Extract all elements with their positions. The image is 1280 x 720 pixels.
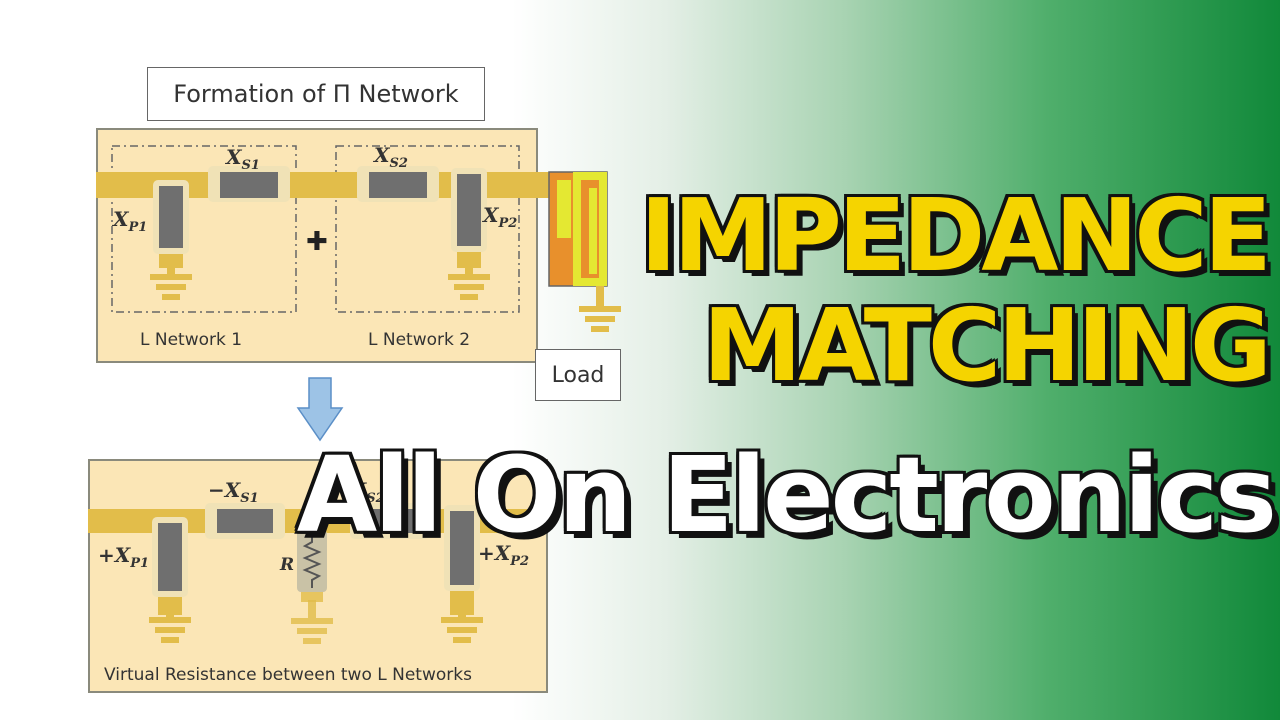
bottom-xp2-label: +XP2: [478, 541, 529, 569]
load-label-text: Load: [551, 362, 605, 388]
top-xs2-label: XS2: [372, 143, 408, 171]
load-block: [548, 171, 608, 287]
bottom-xs1-label: −XS1: [208, 478, 259, 506]
l-network-1-box: [111, 145, 297, 313]
down-arrow-icon: [296, 377, 344, 442]
bottom-xs1-body: [217, 509, 273, 533]
bottom-xs2-label: −XS2: [334, 478, 385, 506]
bottom-xp1-label: +XP1: [98, 543, 149, 571]
load-label: Load: [535, 349, 621, 401]
virtual-resistance-caption: Virtual Resistance between two L Network…: [104, 665, 472, 685]
l-network-2-box: [335, 145, 520, 313]
diagram-title-text: Formation of Π Network: [173, 80, 459, 108]
headline-impedance: IMPEDANCE: [639, 177, 1272, 294]
bottom-xs2-body: [362, 509, 418, 533]
load-ground-icon: [579, 286, 621, 332]
bottom-ground-2-icon: [441, 597, 483, 643]
top-xs1-body: [220, 172, 278, 198]
top-xs1-label: XS1: [224, 145, 260, 173]
top-xp1-body: [159, 186, 183, 248]
resistor-ground-icon: [291, 600, 333, 644]
top-xs2-body: [369, 172, 427, 198]
top-xp2-body: [457, 174, 481, 246]
bottom-xp2-body: [450, 511, 474, 585]
l-network-1-label: L Network 1: [140, 330, 242, 350]
l-network-2-label: L Network 2: [368, 330, 470, 350]
top-ground-2-icon: [448, 252, 490, 300]
channel-name: All On Electronics: [296, 434, 1277, 556]
top-xp1-label: XP1: [111, 207, 147, 235]
diagram-title: Formation of Π Network: [147, 67, 485, 121]
bottom-xp1-body: [158, 523, 182, 591]
plus-icon: ✚: [306, 227, 328, 257]
bottom-ground-1-icon: [149, 597, 191, 643]
resistor-label: R: [279, 555, 294, 575]
top-ground-1-icon: [150, 254, 192, 300]
headline-matching: MATCHING: [702, 287, 1272, 404]
resistor-zigzag-icon: [302, 534, 322, 588]
top-xp2-label: XP2: [481, 203, 517, 231]
